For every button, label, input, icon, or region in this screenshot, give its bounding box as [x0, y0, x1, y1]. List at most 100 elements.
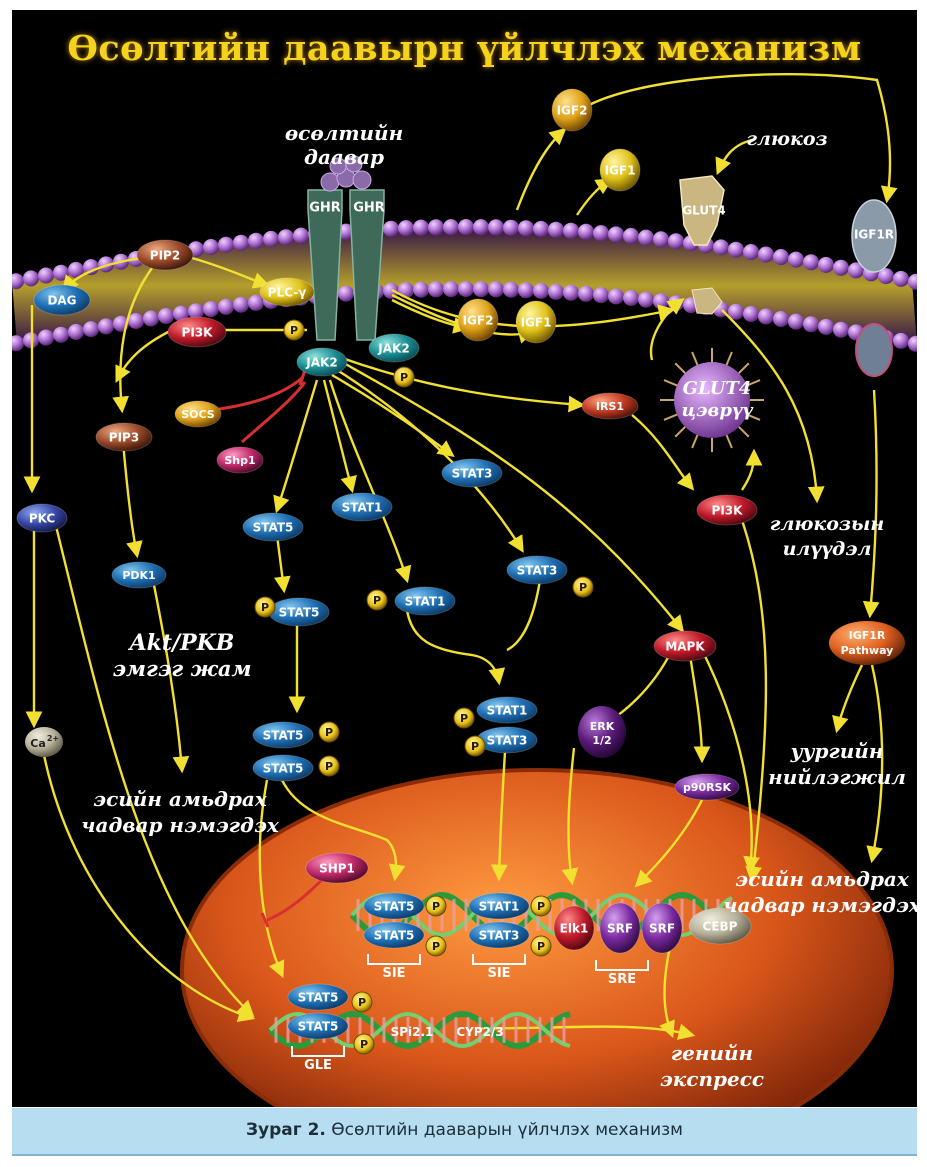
calcium-label: Ca — [30, 737, 46, 750]
figure-caption: Зураг 2. Өсөлтийн дааварын үйлчлэх механ… — [12, 1120, 917, 1140]
mapk-node-label: MAPK — [665, 639, 705, 653]
sie-element-2-bracket — [472, 954, 526, 965]
survival-right-label-2: чадвар нэмэгдэх — [723, 893, 917, 917]
arrow-pi3k-vesicle — [741, 448, 763, 491]
sie-element-2-label: SIE — [487, 966, 510, 981]
sie-stat3-shape — [468, 921, 530, 949]
lipid-head — [608, 288, 624, 305]
igf2-extracellular-label: IGF2 — [557, 103, 588, 117]
vesicle-spike — [663, 379, 680, 388]
gh-bead — [320, 172, 340, 192]
lipid-head — [878, 268, 894, 285]
pdk1-node-label: PDK1 — [122, 569, 155, 582]
page-title: Өсөлтийн даавырн үйлчлэх механизм — [67, 28, 862, 69]
phospho-group — [530, 935, 552, 957]
pkc-node-shape — [16, 503, 68, 533]
shp1-node-label: Shp1 — [224, 454, 255, 467]
shp1-node-shape — [216, 446, 264, 474]
lipid-head — [533, 282, 549, 299]
lipid-head — [743, 306, 759, 322]
elk1-node-label: Elk1 — [560, 921, 589, 935]
lipid-head — [608, 226, 624, 243]
phospho-group — [425, 935, 447, 957]
sie-element-1-label: SIE — [382, 966, 405, 981]
phospho-label: P — [471, 740, 479, 753]
srf-node-1-label: SRF — [607, 921, 633, 935]
arrow-stat5-sie — [280, 779, 406, 882]
pkc-node-label: PKC — [29, 511, 56, 525]
irs1-node-label: IRS1 — [596, 400, 624, 413]
spi-gene-label: SPi2.1 — [391, 1025, 434, 1039]
lipid-head — [233, 234, 249, 251]
lipid-head — [548, 283, 564, 300]
lipid-head — [518, 282, 534, 299]
akt-label-2: эмгэг жам — [113, 656, 252, 681]
lipid-head — [143, 310, 159, 327]
lipid-head — [413, 281, 429, 298]
lipid-head — [563, 284, 579, 301]
stat1-dimer-shape — [476, 696, 538, 724]
lipid-head — [53, 264, 69, 281]
sie-stat1-label: STAT1 — [479, 899, 520, 913]
plc-gamma-node-label: PLC-γ — [268, 285, 307, 299]
nucleus-rim — [180, 768, 894, 1107]
gh-bead — [345, 155, 363, 173]
arrow-irs1-pi3k — [631, 414, 695, 491]
lipid-head — [68, 261, 84, 278]
erk-label-0: ERK — [590, 720, 615, 733]
lipid-head — [518, 220, 534, 237]
caption-bar: Зураг 2. Өсөлтийн дааварын үйлчлэх механ… — [12, 1108, 917, 1156]
phospho-label: P — [325, 726, 333, 739]
caption-label: Зураг 2. — [245, 1120, 326, 1140]
igf1r-outer — [851, 199, 897, 273]
cyp-gene-label: CYP2/3 — [456, 1025, 503, 1039]
lipid-head — [743, 244, 759, 260]
lipid-head — [758, 308, 774, 325]
phospho-group — [318, 755, 340, 777]
lipid-head — [188, 303, 204, 320]
pathway-diagram: GHRGHRGLUT4IGF1RIGF2IGF1IGF2IGF1PIP2DAGP… — [12, 73, 917, 1107]
protein-synthesis-label-1: уургийн — [790, 739, 884, 763]
phospho-group — [530, 895, 552, 917]
phospho-label: P — [400, 371, 408, 384]
lipid-head — [173, 305, 189, 322]
lipid-head — [593, 225, 609, 242]
stat5-cytoplasm-2-label: STAT5 — [279, 605, 320, 619]
stat5-dimer-top-shape — [252, 721, 314, 749]
inhibit-bar-nuclear — [260, 912, 270, 928]
vesicle-spike — [691, 351, 700, 368]
lipid-head — [338, 223, 354, 240]
inhibit-shp1 — [241, 381, 307, 444]
pdk1-node-shape — [111, 561, 167, 589]
stat5-cytoplasm-1-shape — [242, 512, 304, 542]
arrow-igf2-out — [515, 127, 567, 211]
gle-stat5-bottom-shape — [287, 1012, 349, 1040]
lipid-head — [473, 219, 489, 236]
stat5-dimer-bottom-shape — [252, 754, 314, 782]
arrow-mapk-cebp — [700, 649, 760, 874]
phospho-group — [254, 596, 276, 618]
pi3k-left-node-shape — [167, 316, 227, 348]
lipid-head — [803, 316, 819, 333]
arrow-pip2-plc — [191, 256, 271, 289]
cebp-node-label: CEBP — [703, 919, 738, 933]
arrow-erk-elk1 — [561, 747, 579, 886]
sre-element-label: SRE — [608, 972, 636, 987]
igf2-extracellular-shape — [551, 88, 593, 132]
lipid-head — [128, 313, 144, 329]
sie-stat5-bottom-shape — [363, 921, 425, 949]
arrow-pip2-pip3 — [112, 267, 153, 414]
sie-stat5-top-label: STAT5 — [374, 899, 415, 913]
lipid-head — [758, 246, 774, 263]
pi3k-right-node-shape — [696, 494, 758, 526]
lipid-head — [428, 219, 444, 236]
vesicle-spike — [736, 362, 750, 376]
stat5-dimer-top-label: STAT5 — [263, 728, 304, 742]
vesicle-spikes — [660, 348, 764, 452]
gle-element-bracket — [291, 1046, 345, 1057]
phospho-label: P — [432, 940, 440, 953]
igf1r-pathway-label-0: IGF1R — [849, 629, 886, 642]
survival-right-label-1: эсийн амьдрах — [735, 867, 910, 891]
lipid-head — [443, 281, 459, 298]
lipid-head — [383, 220, 399, 237]
